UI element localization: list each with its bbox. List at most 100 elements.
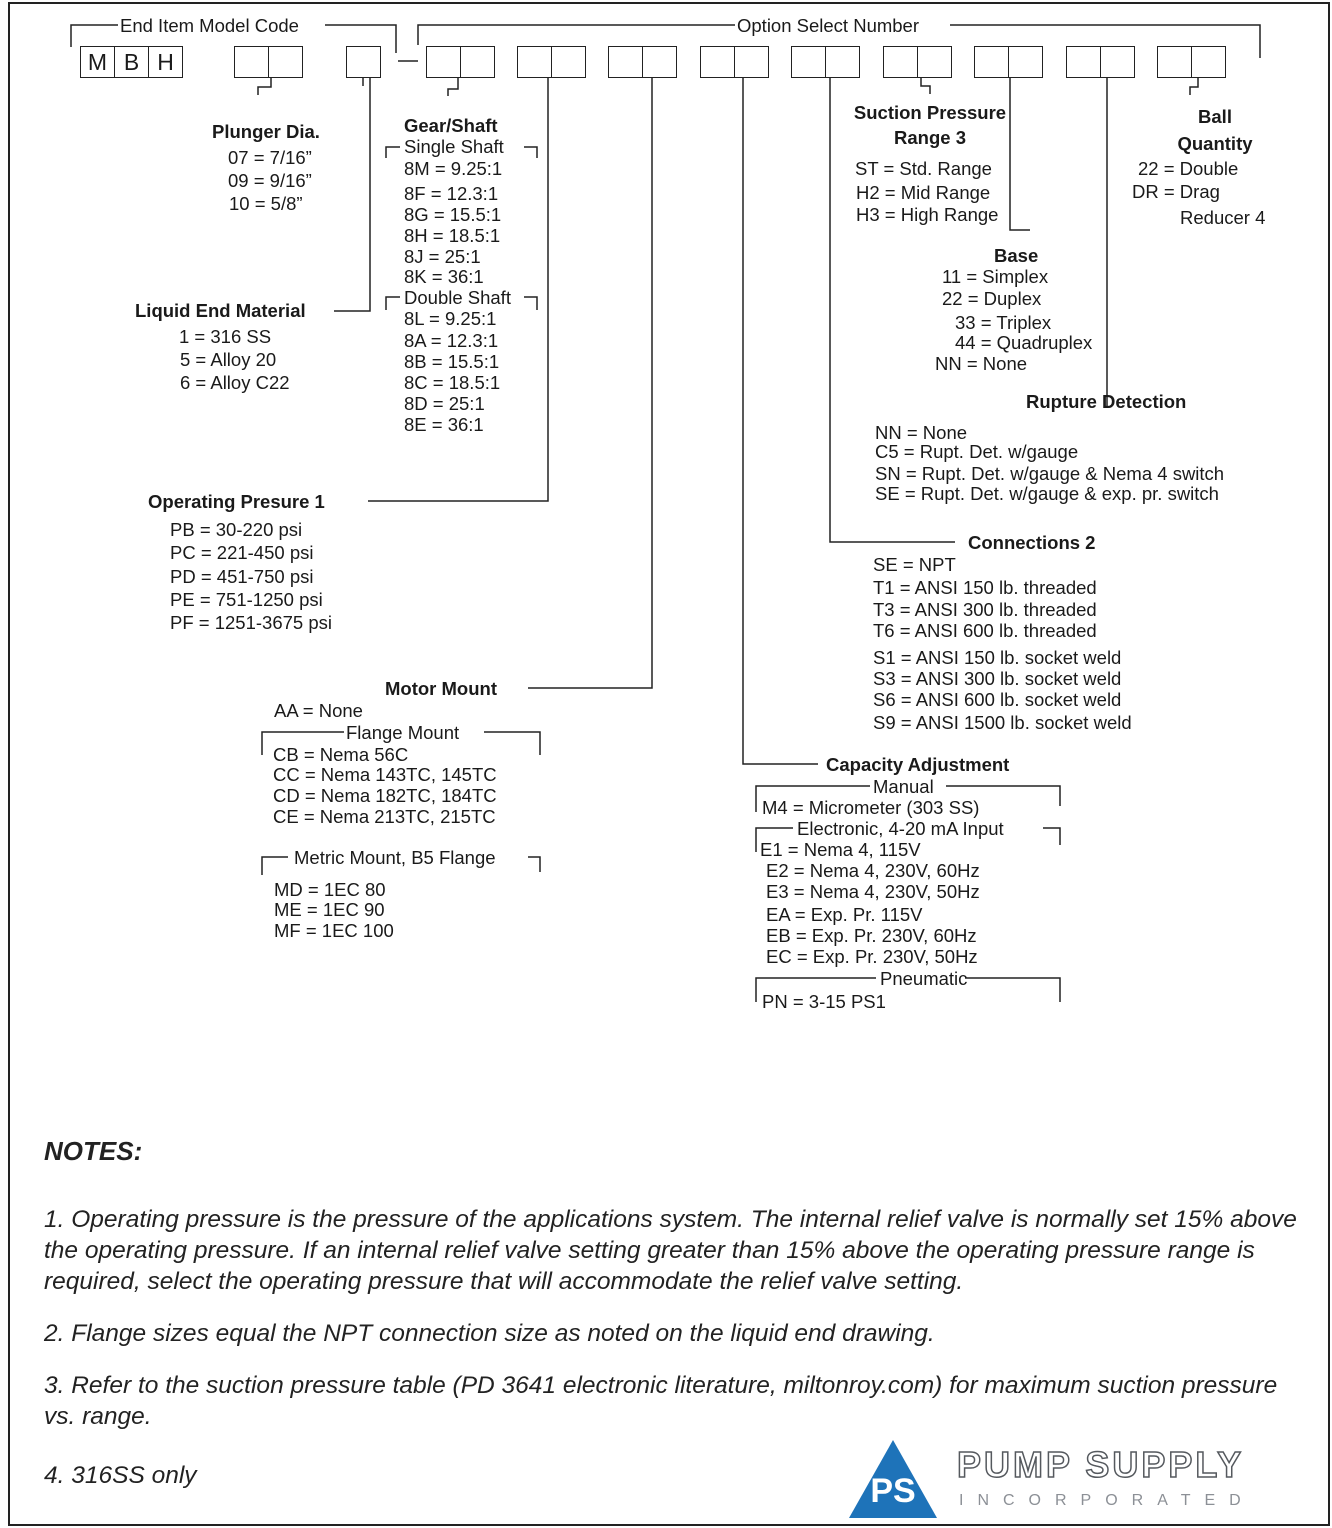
pressure-item: PB = 30-220 psi [170, 519, 303, 540]
connection-item: T1 = ANSI 150 lb. threaded [873, 577, 1097, 598]
motor-none: AA = None [274, 700, 363, 721]
connections-code-box [791, 46, 860, 78]
base-item: 11 = Simplex [942, 266, 1049, 287]
connections-title: Connections 2 [968, 532, 1096, 553]
motor-mount-title: Motor Mount [385, 678, 497, 699]
note-2: 2. Flange sizes equal the NPT connection… [44, 1320, 935, 1347]
pressure-item: PD = 451-750 psi [170, 566, 314, 587]
note-4: 4. 316SS only [44, 1462, 197, 1489]
operating-pressure-title: Operating Presure 1 [148, 491, 325, 512]
rupture-item: NN = None [875, 422, 968, 443]
liquid-end-item: 5 = Alloy 20 [180, 349, 277, 370]
base-title: Base [994, 245, 1039, 266]
motor-item: ME = 1EC 90 [274, 899, 385, 920]
single-shaft-label: Single Shaft [404, 136, 504, 157]
liquid-end-title: Liquid End Material [135, 300, 306, 321]
gear-item: 8B = 15.5:1 [404, 351, 500, 372]
motor-item: CE = Nema 213TC, 215TC [273, 806, 496, 827]
ball-item: Reducer 4 [1180, 207, 1266, 228]
gear-item: 8E = 36:1 [404, 414, 484, 435]
model-letter: H [148, 47, 182, 77]
plunger-item: 10 = 5/8” [229, 193, 303, 214]
capacity-item: E3 = Nema 4, 230V, 50Hz [766, 881, 980, 902]
pneumatic-label: Pneumatic [880, 968, 968, 989]
pump-supply-logo: PS PUMP SUPPLY INCORPORATED [845, 1436, 1285, 1520]
plunger-title: Plunger Dia. [212, 121, 320, 142]
connection-item: S6 = ANSI 600 lb. socket weld [873, 689, 1122, 710]
ball-title: Quantity [1177, 133, 1253, 154]
ball-code-box [1157, 46, 1226, 78]
metric-mount-label: Metric Mount, B5 Flange [294, 847, 496, 868]
page-border [8, 2, 1330, 1526]
gear-item: 8G = 15.5:1 [404, 204, 502, 225]
plunger-code-box [234, 46, 303, 78]
gear-item: 8H = 18.5:1 [404, 225, 501, 246]
model-letter: M [87, 48, 108, 75]
capacity-title: Capacity Adjustment [826, 754, 1010, 775]
pressure-code-box [517, 46, 586, 78]
connection-item: S1 = ANSI 150 lb. socket weld [873, 647, 1122, 668]
connection-item: T3 = ANSI 300 lb. threaded [873, 599, 1097, 620]
base-item: 22 = Duplex [942, 288, 1042, 309]
ball-title: Ball [1198, 106, 1232, 127]
gear-item: 8F = 12.3:1 [404, 183, 499, 204]
ball-item: 22 = Double [1138, 158, 1239, 179]
liquid-end-item: 6 = Alloy C22 [180, 372, 290, 393]
ball-item: DR = Drag [1132, 181, 1220, 202]
capacity-item: E1 = Nema 4, 115V [760, 839, 921, 860]
connection-item: SE = NPT [873, 554, 956, 575]
gear-item: 8C = 18.5:1 [404, 372, 501, 393]
option-select-label: Option Select Number [737, 15, 920, 36]
base-item: 44 = Quadruplex [955, 332, 1093, 353]
gear-item: 8D = 25:1 [404, 393, 485, 414]
capacity-item: M4 = Micrometer (303 SS) [762, 797, 980, 818]
suction-title: Suction Pressure [853, 102, 1007, 123]
gear-item: 8M = 9.25:1 [404, 158, 503, 179]
motor-item: CD = Nema 182TC, 184TC [273, 785, 497, 806]
note-3: 3. Refer to the suction pressure table (… [44, 1372, 1278, 1430]
manual-label: Manual [873, 776, 934, 797]
rupture-item: C5 = Rupt. Det. w/gauge [875, 441, 1079, 462]
logo-mark-icon: PS [849, 1440, 937, 1518]
capacity-item: EB = Exp. Pr. 230V, 60Hz [766, 925, 977, 946]
gear-item: 8L = 9.25:1 [404, 308, 497, 329]
gear-item: 8A = 12.3:1 [404, 330, 499, 351]
capacity-item: E2 = Nema 4, 230V, 60Hz [766, 860, 980, 881]
motor-item: CB = Nema 56C [273, 744, 409, 765]
base-code-box [974, 46, 1043, 78]
plunger-item: 09 = 9/16” [228, 170, 312, 191]
rupture-code-box [1066, 46, 1135, 78]
motor-code-box [608, 46, 677, 78]
electronic-label: Electronic, 4-20 mA Input [797, 818, 1004, 839]
gear-item: 8J = 25:1 [404, 246, 481, 267]
model-letter: B [114, 47, 148, 77]
liquid-end-code-box [346, 46, 381, 78]
connection-item: S9 = ANSI 1500 lb. socket weld [873, 712, 1132, 733]
liquid-end-item: 1 = 316 SS [179, 326, 272, 347]
double-shaft-label: Double Shaft [404, 287, 511, 308]
logo-name: PUMP SUPPLY [956, 1444, 1245, 1485]
motor-item: CC = Nema 143TC, 145TC [273, 764, 497, 785]
gear-item: 8K = 36:1 [404, 266, 484, 287]
note-1: 1. Operating pressure is the pressure of… [44, 1206, 1297, 1295]
connection-item: S3 = ANSI 300 lb. socket weld [873, 668, 1122, 689]
base-item: NN = None [935, 353, 1028, 374]
rupture-item: SE = Rupt. Det. w/gauge & exp. pr. switc… [875, 483, 1219, 504]
flange-mount-label: Flange Mount [346, 722, 460, 743]
base-item: 33 = Triplex [955, 312, 1052, 333]
pressure-item: PF = 1251-3675 psi [170, 612, 332, 633]
capacity-item: PN = 3-15 PS1 [762, 991, 886, 1012]
capacity-code-box [700, 46, 769, 78]
pressure-item: PC = 221-450 psi [170, 542, 314, 563]
suction-item: H2 = Mid Range [856, 182, 991, 203]
suction-title: Range 3 [894, 127, 966, 148]
capacity-item: EA = Exp. Pr. 115V [766, 904, 923, 925]
logo-mark: PS [870, 1472, 915, 1510]
suction-item: ST = Std. Range [855, 158, 992, 179]
gear-code-box [426, 46, 495, 78]
motor-item: MD = 1EC 80 [274, 879, 386, 900]
rupture-item: SN = Rupt. Det. w/gauge & Nema 4 switch [875, 463, 1225, 484]
suction-item: H3 = High Range [856, 204, 999, 225]
notes-heading: NOTES: [44, 1136, 143, 1166]
